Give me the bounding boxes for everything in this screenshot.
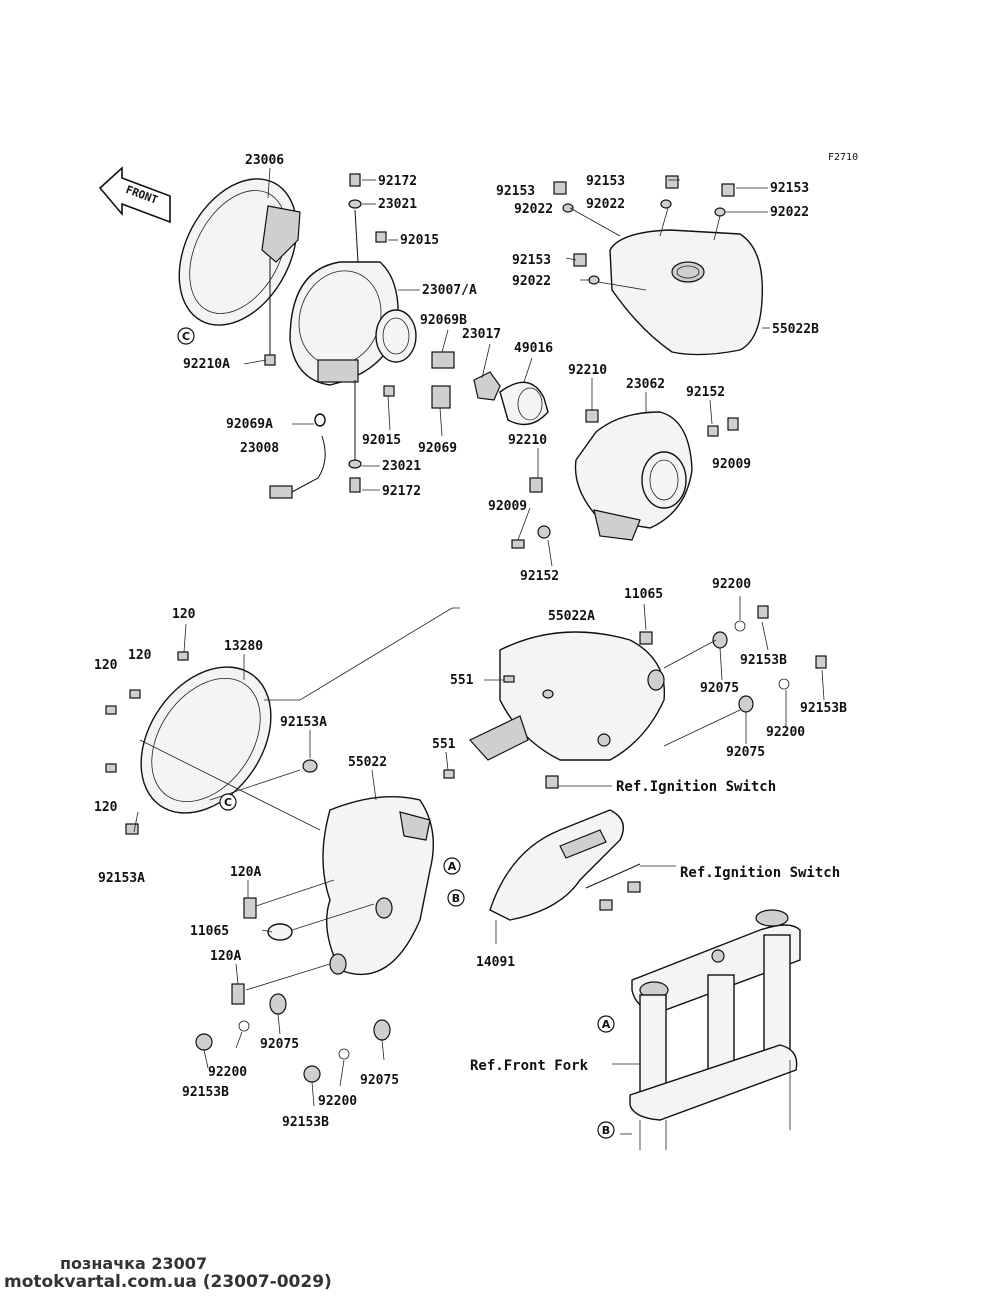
label-23017: 23017 [462,327,501,342]
label-23021-top: 23021 [378,197,417,212]
label-92153B-c: 92153B [182,1085,229,1100]
headlight-hardware [269,173,455,499]
label-92022-b: 92022 [586,197,625,212]
callout-b-cover: B [447,889,465,907]
label-92210-b: 92210 [508,433,547,448]
label-92015-bottom: 92015 [362,433,401,448]
label-551-b: 551 [432,737,456,752]
front-fork [620,909,801,1150]
label-92172-top: 92172 [378,174,417,189]
label-92200-c: 92200 [208,1065,247,1080]
label-92009-b: 92009 [488,499,527,514]
headlight-housing [289,261,417,386]
label-120A-a: 120A [230,865,261,880]
callout-a-fork: A [597,1015,615,1033]
label-55022B: 55022B [772,322,819,337]
front-arrow-icon: FRONT [98,166,171,224]
label-92153B-a: 92153B [740,653,787,668]
label-13280: 13280 [224,639,263,654]
svg-text:C: C [224,796,232,809]
part-labels: 23006 92210A 92172 23021 92015 23007/A 9… [94,153,847,1130]
label-92022-c: 92022 [770,205,809,220]
reference-labels: Ref.Ignition Switch Ref.Ignition Switch … [470,779,840,1074]
label-92210-a: 92210 [568,363,607,378]
mid-cover [443,605,827,779]
label-23006: 23006 [245,153,284,168]
svg-text:B: B [452,892,460,905]
label-92200-a: 92200 [712,577,751,592]
ref-front-fork: Ref.Front Fork [470,1058,589,1074]
label-92210A: 92210A [183,357,230,372]
label-92153-a: 92153 [496,184,535,199]
label-551-a: 551 [450,673,474,688]
label-92075-c: 92075 [260,1037,299,1052]
label-92153-d: 92153 [512,253,551,268]
bracket [489,775,641,921]
label-92009-a: 92009 [712,457,751,472]
headlight-base-ring [105,607,460,835]
label-120-b: 120 [128,648,152,663]
label-92153B-b: 92153B [800,701,847,716]
svg-text:B: B [602,1124,610,1137]
label-23062: 23062 [626,377,665,392]
label-49016: 49016 [514,341,553,356]
label-23021-bottom: 23021 [382,459,421,474]
label-92075-b: 92075 [726,745,765,760]
label-14091: 14091 [476,955,515,970]
lower-cover [195,796,435,1083]
label-92153-c: 92153 [770,181,809,196]
label-120-d: 120 [94,800,118,815]
upper-cover-screws [553,175,735,291]
callout-a-cover: A [443,857,461,875]
inner-cover [511,409,739,549]
callout-c-mid: C [219,793,237,811]
label-55022A: 55022A [548,609,595,624]
callout-b-fork: B [597,1121,615,1139]
label-92069A: 92069A [226,417,273,432]
label-92153A-b: 92153A [98,871,145,886]
label-92153A-a: 92153A [280,715,327,730]
label-92022-d: 92022 [512,274,551,289]
label-92153B-d: 92153B [282,1115,329,1130]
label-92015-top: 92015 [400,233,439,248]
ref-ignition-switch-2: Ref.Ignition Switch [680,865,840,881]
label-11065-bottom: 11065 [190,924,229,939]
svg-text:C: C [182,330,190,343]
upper-cover [609,229,764,356]
svg-text:A: A [448,860,457,873]
label-92022-a: 92022 [514,202,553,217]
label-11065-top: 11065 [624,587,663,602]
label-92075-a: 92075 [700,681,739,696]
label-120-c: 120 [94,658,118,673]
label-120-a: 120 [172,607,196,622]
label-92200-d: 92200 [318,1094,357,1109]
label-23007A: 23007/A [422,283,477,298]
drawing-code: F2710 [828,152,858,163]
ref-ignition-switch-1: Ref.Ignition Switch [616,779,776,795]
svg-text:A: A [602,1018,611,1031]
label-92200-b: 92200 [766,725,805,740]
label-92069: 92069 [418,441,457,456]
headlight-rim [178,178,301,366]
label-92172-bottom: 92172 [382,484,421,499]
leader-lines [133,167,825,1107]
footer-source: motokvartal.com.ua (23007-0029) [4,1272,332,1292]
label-92152-a: 92152 [686,385,725,400]
label-55022: 55022 [348,755,387,770]
label-92069B: 92069B [420,313,467,328]
footer-caption: позначка 23007 [60,1254,208,1273]
label-92153-b: 92153 [586,174,625,189]
label-120A-b: 120A [210,949,241,964]
callout-c-top: C [177,327,195,345]
bulb-and-cover [473,371,549,426]
label-92075-d: 92075 [360,1073,399,1088]
label-92152-b: 92152 [520,569,559,584]
label-23008: 23008 [240,441,279,456]
